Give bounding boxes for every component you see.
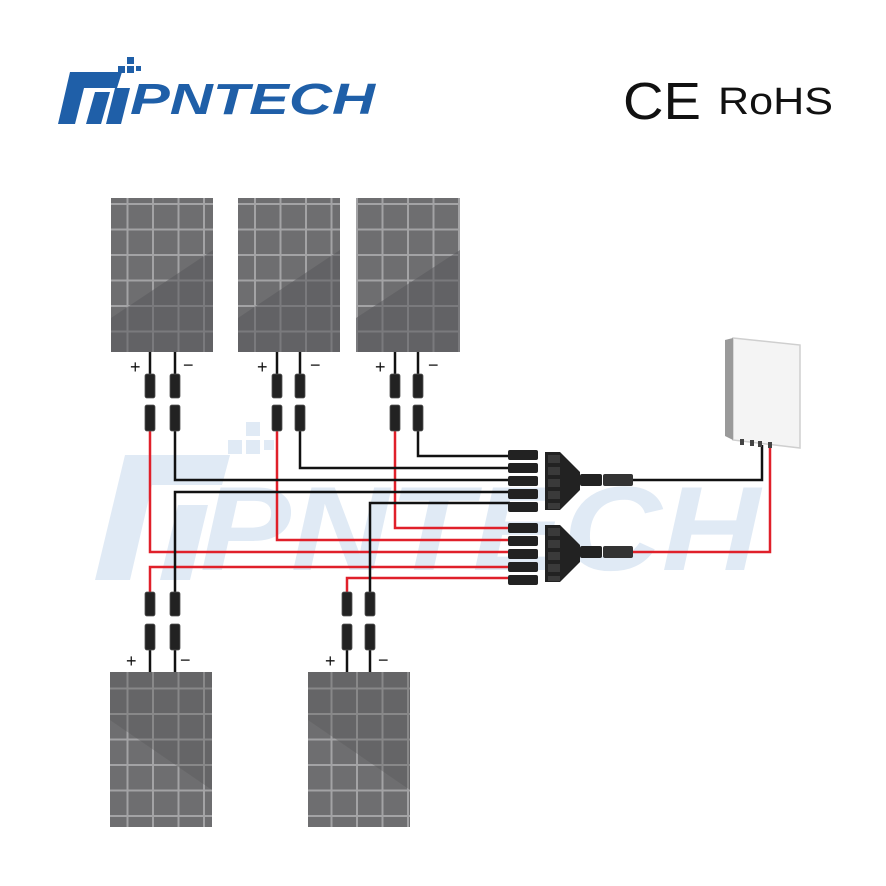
inverter-icon: [725, 337, 801, 449]
panel-3-plus: +: [375, 357, 386, 377]
polarity-labels: + − + − + − + − + −: [126, 355, 439, 671]
mc4-connectors: [144, 373, 424, 651]
panel-4-plus: +: [126, 651, 137, 671]
solar-panel-1: [111, 198, 213, 352]
positive-wires: [148, 430, 772, 595]
panel-3-minus: −: [428, 355, 439, 375]
panel-2-plus: +: [257, 357, 268, 377]
panel-1-plus: +: [130, 357, 141, 377]
panel-4-minus: −: [180, 650, 191, 670]
solar-panel-5: [308, 672, 410, 827]
brand-logo: PNTECH: [58, 57, 377, 124]
brand-name: PNTECH: [130, 75, 377, 124]
watermark: PNTECH: [95, 422, 763, 596]
certifications: CE RoHS: [623, 73, 833, 131]
solar-panel-2: [238, 198, 340, 352]
rohs-mark: RoHS: [718, 81, 833, 123]
panel-5-minus: −: [378, 650, 389, 670]
ce-mark: CE: [623, 73, 701, 131]
negative-wires: [173, 430, 764, 595]
solar-panel-3: [356, 198, 460, 352]
panel-5-plus: +: [325, 651, 336, 671]
branch-connector-negative: [508, 450, 633, 512]
solar-panel-4: [110, 672, 212, 827]
panel-2-minus: −: [310, 355, 321, 375]
panel-leads: [148, 352, 420, 672]
branch-connector-positive: [508, 523, 633, 585]
panel-1-minus: −: [183, 355, 194, 375]
